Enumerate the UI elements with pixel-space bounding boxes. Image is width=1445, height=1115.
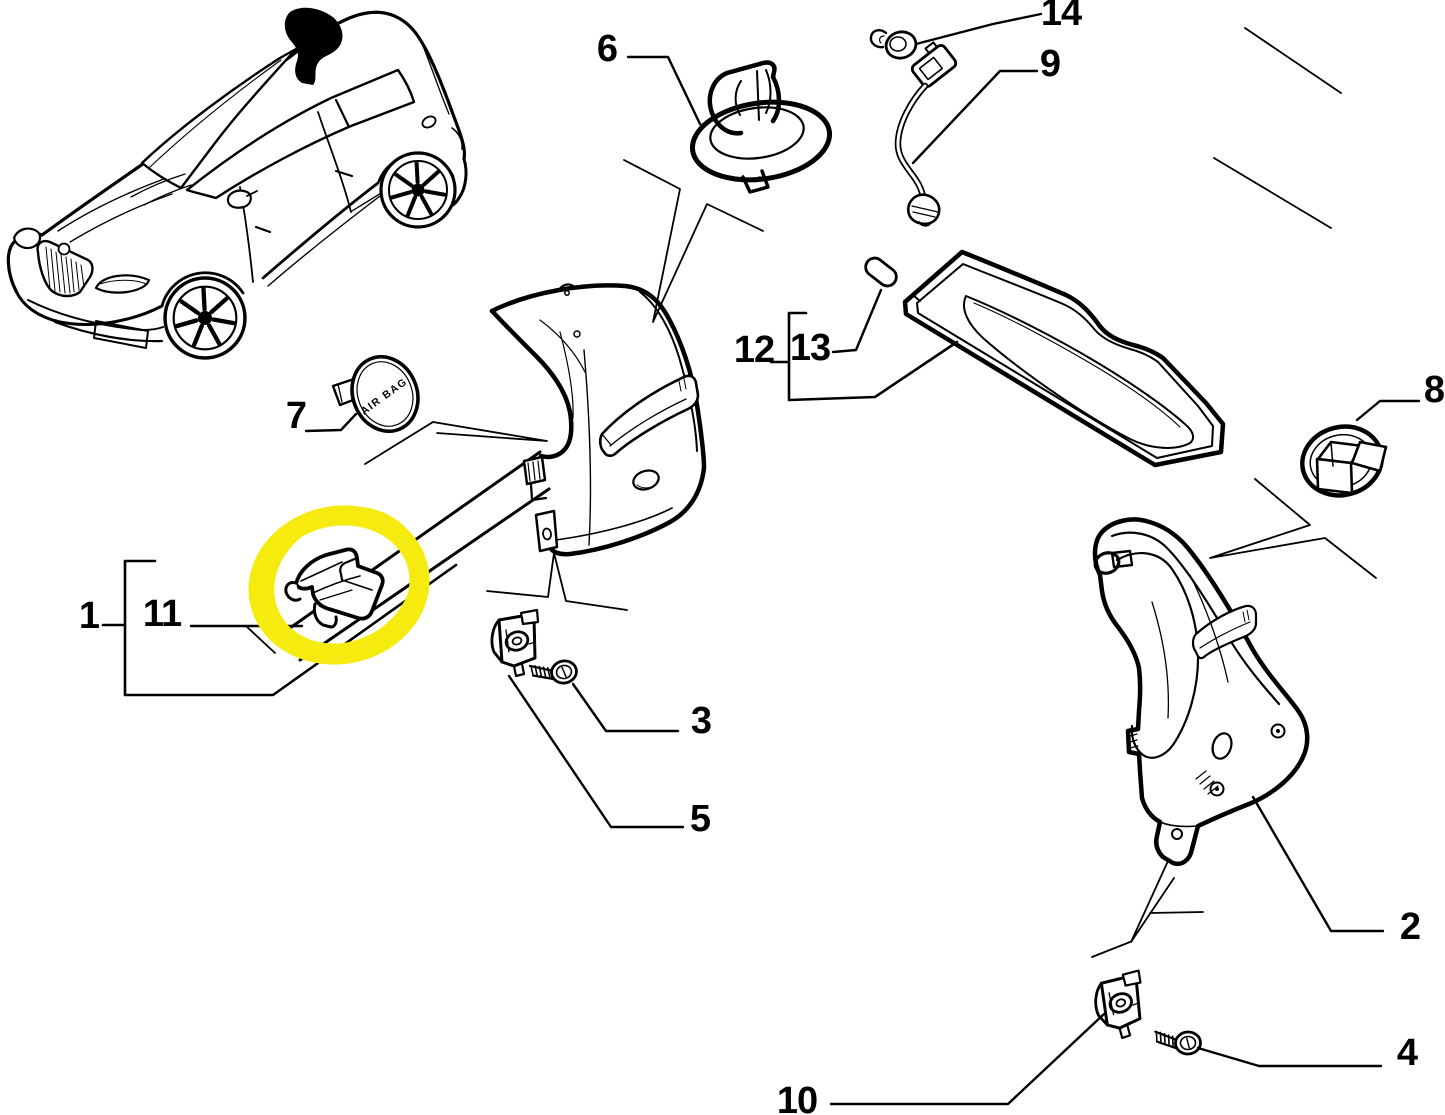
part-8-cap[interactable] xyxy=(1295,418,1389,503)
part-9-cable[interactable] xyxy=(894,39,958,227)
highlight-ellipse-inner xyxy=(262,506,424,656)
callout-9[interactable]: 9 xyxy=(1039,43,1061,85)
windshield xyxy=(140,47,298,190)
side-mirror xyxy=(226,189,252,209)
part-4-screw[interactable] xyxy=(1153,1027,1203,1058)
headlight-right xyxy=(94,274,151,294)
car-body-outline xyxy=(6,10,467,293)
callout-5[interactable]: 5 xyxy=(689,798,711,840)
part-2-right-pillar-trim[interactable] xyxy=(1092,517,1310,866)
leader-4 xyxy=(1196,1046,1383,1068)
leader-13 xyxy=(831,288,883,354)
part-3-screw[interactable] xyxy=(528,655,580,691)
headlight-left xyxy=(12,227,42,250)
leader-3 xyxy=(571,682,680,733)
leader-14 xyxy=(914,12,1043,46)
leader-lines xyxy=(189,12,1421,1106)
part-13-pin[interactable] xyxy=(862,254,900,289)
airbag-disc xyxy=(350,354,420,434)
callout-4[interactable]: 4 xyxy=(1396,1032,1418,1074)
callout-8[interactable]: 8 xyxy=(1423,369,1445,411)
leader-6 xyxy=(626,55,702,126)
callout-1[interactable]: 1 xyxy=(78,595,100,637)
shelf-recess xyxy=(963,295,1195,449)
leader-7 xyxy=(304,412,358,433)
part-7-airbag-badge[interactable]: AIR BAG xyxy=(331,347,429,441)
part-6-clip[interactable] xyxy=(687,60,834,194)
bracket-group-12-13 xyxy=(769,311,959,402)
pointer-marks xyxy=(245,27,1377,958)
brand-badge xyxy=(57,242,71,256)
part-10-clip-nut[interactable] xyxy=(1092,969,1146,1042)
callout-10[interactable]: 10 xyxy=(776,1080,818,1115)
bracket-group-1-11 xyxy=(101,559,458,697)
oval-hole xyxy=(632,469,660,491)
handle-recess-right xyxy=(1191,604,1258,660)
roof-highlight-blob xyxy=(284,7,343,86)
car-illustration xyxy=(6,7,468,360)
rear-wheel xyxy=(379,151,457,229)
leader-9 xyxy=(911,69,1039,165)
front-wheel xyxy=(163,276,247,360)
side-windows xyxy=(185,68,416,200)
highlight-ring xyxy=(248,505,430,665)
callout-2[interactable]: 2 xyxy=(1399,906,1421,948)
handle-recess xyxy=(598,374,700,458)
mount-tab-hole xyxy=(534,509,559,553)
leader-5 xyxy=(507,674,685,829)
part-12-parcel-shelf[interactable] xyxy=(902,249,1226,468)
part-11-clip-highlighted[interactable] xyxy=(284,547,385,629)
callout-14[interactable]: 14 xyxy=(1040,0,1082,34)
callout-7[interactable]: 7 xyxy=(285,395,307,437)
leader-10 xyxy=(829,1012,1106,1106)
leader-2 xyxy=(1251,795,1385,933)
leader-8 xyxy=(1355,399,1421,422)
callout-11[interactable]: 11 xyxy=(142,593,182,635)
callout-12[interactable]: 12 xyxy=(733,329,775,371)
part-14-rivet[interactable] xyxy=(869,29,919,62)
callout-3[interactable]: 3 xyxy=(690,700,712,742)
callout-13[interactable]: 13 xyxy=(789,327,831,369)
callout-6[interactable]: 6 xyxy=(596,28,618,70)
